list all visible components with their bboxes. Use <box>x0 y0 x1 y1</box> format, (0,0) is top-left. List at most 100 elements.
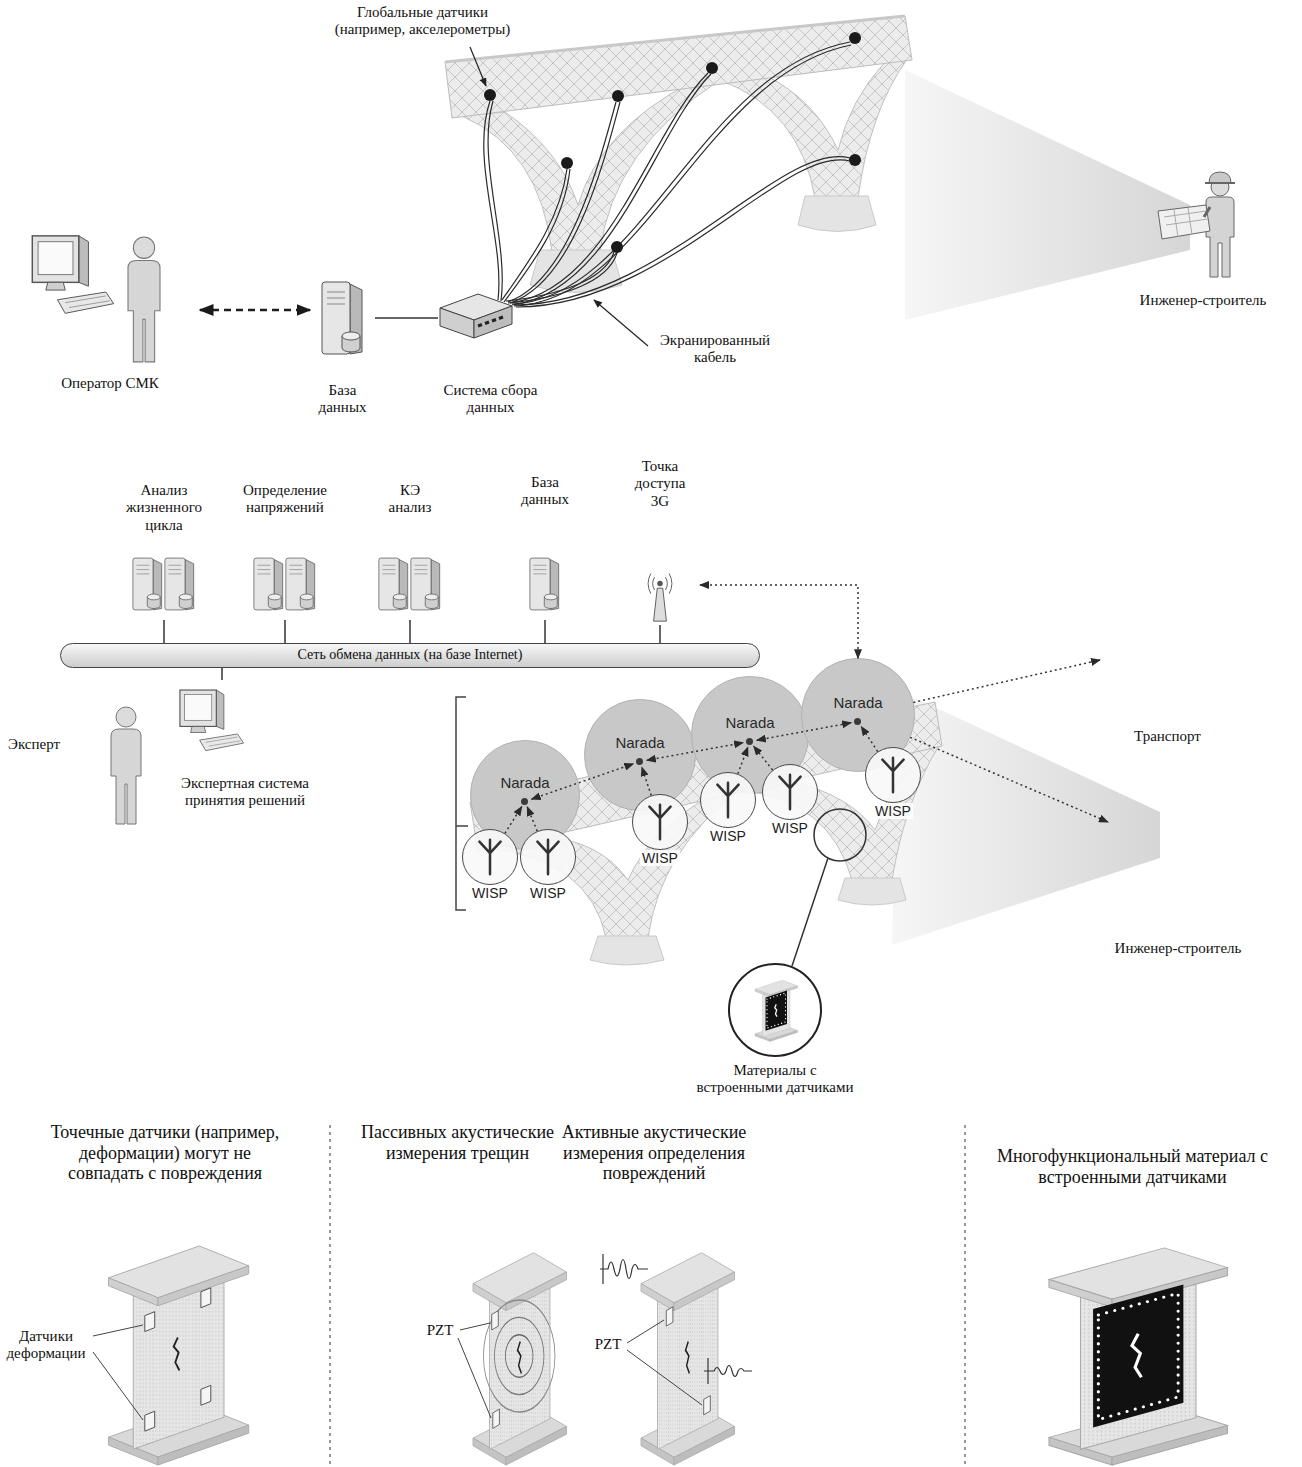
wireless-link <box>647 743 743 760</box>
wisp-sensor: WISP <box>762 764 818 820</box>
icon-caption: База данных <box>514 474 576 509</box>
analysis-server: Определение напряжений <box>228 482 342 620</box>
wisp-antenna-icon <box>701 773 755 827</box>
beam-strain-sensors <box>201 1288 211 1308</box>
wisp-antenna-icon <box>537 840 558 875</box>
icon-caption: Экспертная система принятия решений <box>175 775 315 810</box>
daq-box-icon <box>440 294 512 338</box>
global-sensor-dot <box>484 89 496 101</box>
global-sensor-dot <box>849 32 861 44</box>
wisp-antenna-icon <box>479 840 500 875</box>
shielded-cable <box>512 74 711 305</box>
beam-strain-sensors <box>201 1385 211 1405</box>
server-icon <box>254 558 283 610</box>
antenna-icon <box>648 574 672 622</box>
network-bus: Сеть обмена данных (на базе Internet) <box>60 643 760 668</box>
beam-active-acoustic <box>686 1342 690 1374</box>
sensor-material-beam <box>755 980 798 1041</box>
server-icon <box>286 558 315 610</box>
wisp-antenna-icon <box>882 758 903 793</box>
beam-multifunctional <box>1132 1334 1141 1377</box>
wisp-sensor: WISP <box>865 747 921 803</box>
shielded-cable <box>484 42 851 307</box>
wireless-link <box>642 767 651 795</box>
waveform <box>600 1260 648 1279</box>
node-label: WISP <box>701 828 755 844</box>
wireless-link <box>910 737 1108 822</box>
node-label: WISP <box>463 885 517 901</box>
global-sensor-dot <box>849 154 861 166</box>
person-icon <box>111 707 141 824</box>
node-label: WISP <box>770 820 810 836</box>
shielded-cable <box>516 160 850 307</box>
wireless-link <box>757 723 851 740</box>
wisp-antenna-icon <box>779 775 800 810</box>
leader-line <box>93 1325 143 1336</box>
wisp-antenna-icon <box>763 765 817 819</box>
waveform <box>600 1254 752 1384</box>
beam-passive-acoustic <box>483 1300 555 1412</box>
sensor-callout: PZT <box>420 1322 460 1339</box>
operator-workstation: Оператор СМК <box>20 225 200 392</box>
wisp-sensor: WISP <box>700 772 756 828</box>
wireless-link <box>505 807 522 834</box>
icon-caption: Точка доступа 3G <box>629 458 691 510</box>
beam-active-acoustic <box>641 1253 735 1465</box>
node-label: WISP <box>470 885 510 901</box>
node-label: WISP <box>521 885 575 901</box>
bridge-illustration <box>838 878 906 905</box>
connector-group <box>164 310 1108 833</box>
beam-active-acoustic <box>704 1396 711 1415</box>
node-label: WISP <box>633 850 687 866</box>
cable-link <box>375 317 438 319</box>
wisp-antenna-icon <box>866 748 920 802</box>
person-caption: Инженер-строитель <box>1108 292 1298 309</box>
wisp-antenna-icon <box>649 805 670 840</box>
wisp-sensor: WISP <box>462 829 518 885</box>
global-sensor-dot <box>484 32 861 253</box>
analysis-server: Анализ жизненного цикла <box>102 482 226 620</box>
truck-icon: Транспорт <box>1100 622 1235 745</box>
server-icon <box>379 558 408 610</box>
shielded-cable <box>514 45 851 306</box>
computer-icon <box>180 690 244 751</box>
icon-caption: Инженер-строитель <box>1108 940 1248 957</box>
icon-caption: Анализ жизненного цикла <box>108 482 220 534</box>
analysis-server: КЭ анализ <box>355 482 465 620</box>
leader-line <box>627 1350 702 1405</box>
waveform <box>704 1366 752 1377</box>
beam-multifunctional <box>1049 1248 1228 1465</box>
data-link-arrow <box>200 309 310 312</box>
magnifier-circle <box>814 809 866 861</box>
panel-heading: Активные акустические измерения определе… <box>560 1122 748 1184</box>
magnified-view <box>729 964 821 1056</box>
sensor-callout: PZT <box>588 1336 628 1353</box>
wireless-link <box>700 585 858 658</box>
data-acquisition-unit: Система сбора данных <box>438 270 543 417</box>
beam-passive-acoustic <box>473 1253 567 1465</box>
wisp-sensor: WISP <box>520 829 576 885</box>
computer-icon <box>32 236 113 313</box>
beam-passive-acoustic <box>505 1335 533 1377</box>
person-caption: Эксперт <box>8 736 88 753</box>
bridge-illustration <box>590 936 664 965</box>
leader-arrow <box>594 300 648 346</box>
database-server: База данных <box>495 474 595 620</box>
beam-strain-sensors <box>109 1246 249 1465</box>
server-icon <box>322 282 362 354</box>
global-sensor-dot <box>612 90 624 102</box>
view-cone <box>905 70 1190 320</box>
beam-strain-sensors <box>109 1246 249 1465</box>
icon-caption: База данных <box>312 382 374 417</box>
node-label: Narada <box>471 774 579 791</box>
icon-caption: Система сбора данных <box>438 382 543 417</box>
network-drop <box>544 620 546 643</box>
shielded-cable <box>488 101 502 301</box>
beam-strain-sensors <box>145 1411 155 1431</box>
sensor-callout: Датчики деформации <box>2 1328 90 1363</box>
node-label: WISP <box>873 803 913 819</box>
